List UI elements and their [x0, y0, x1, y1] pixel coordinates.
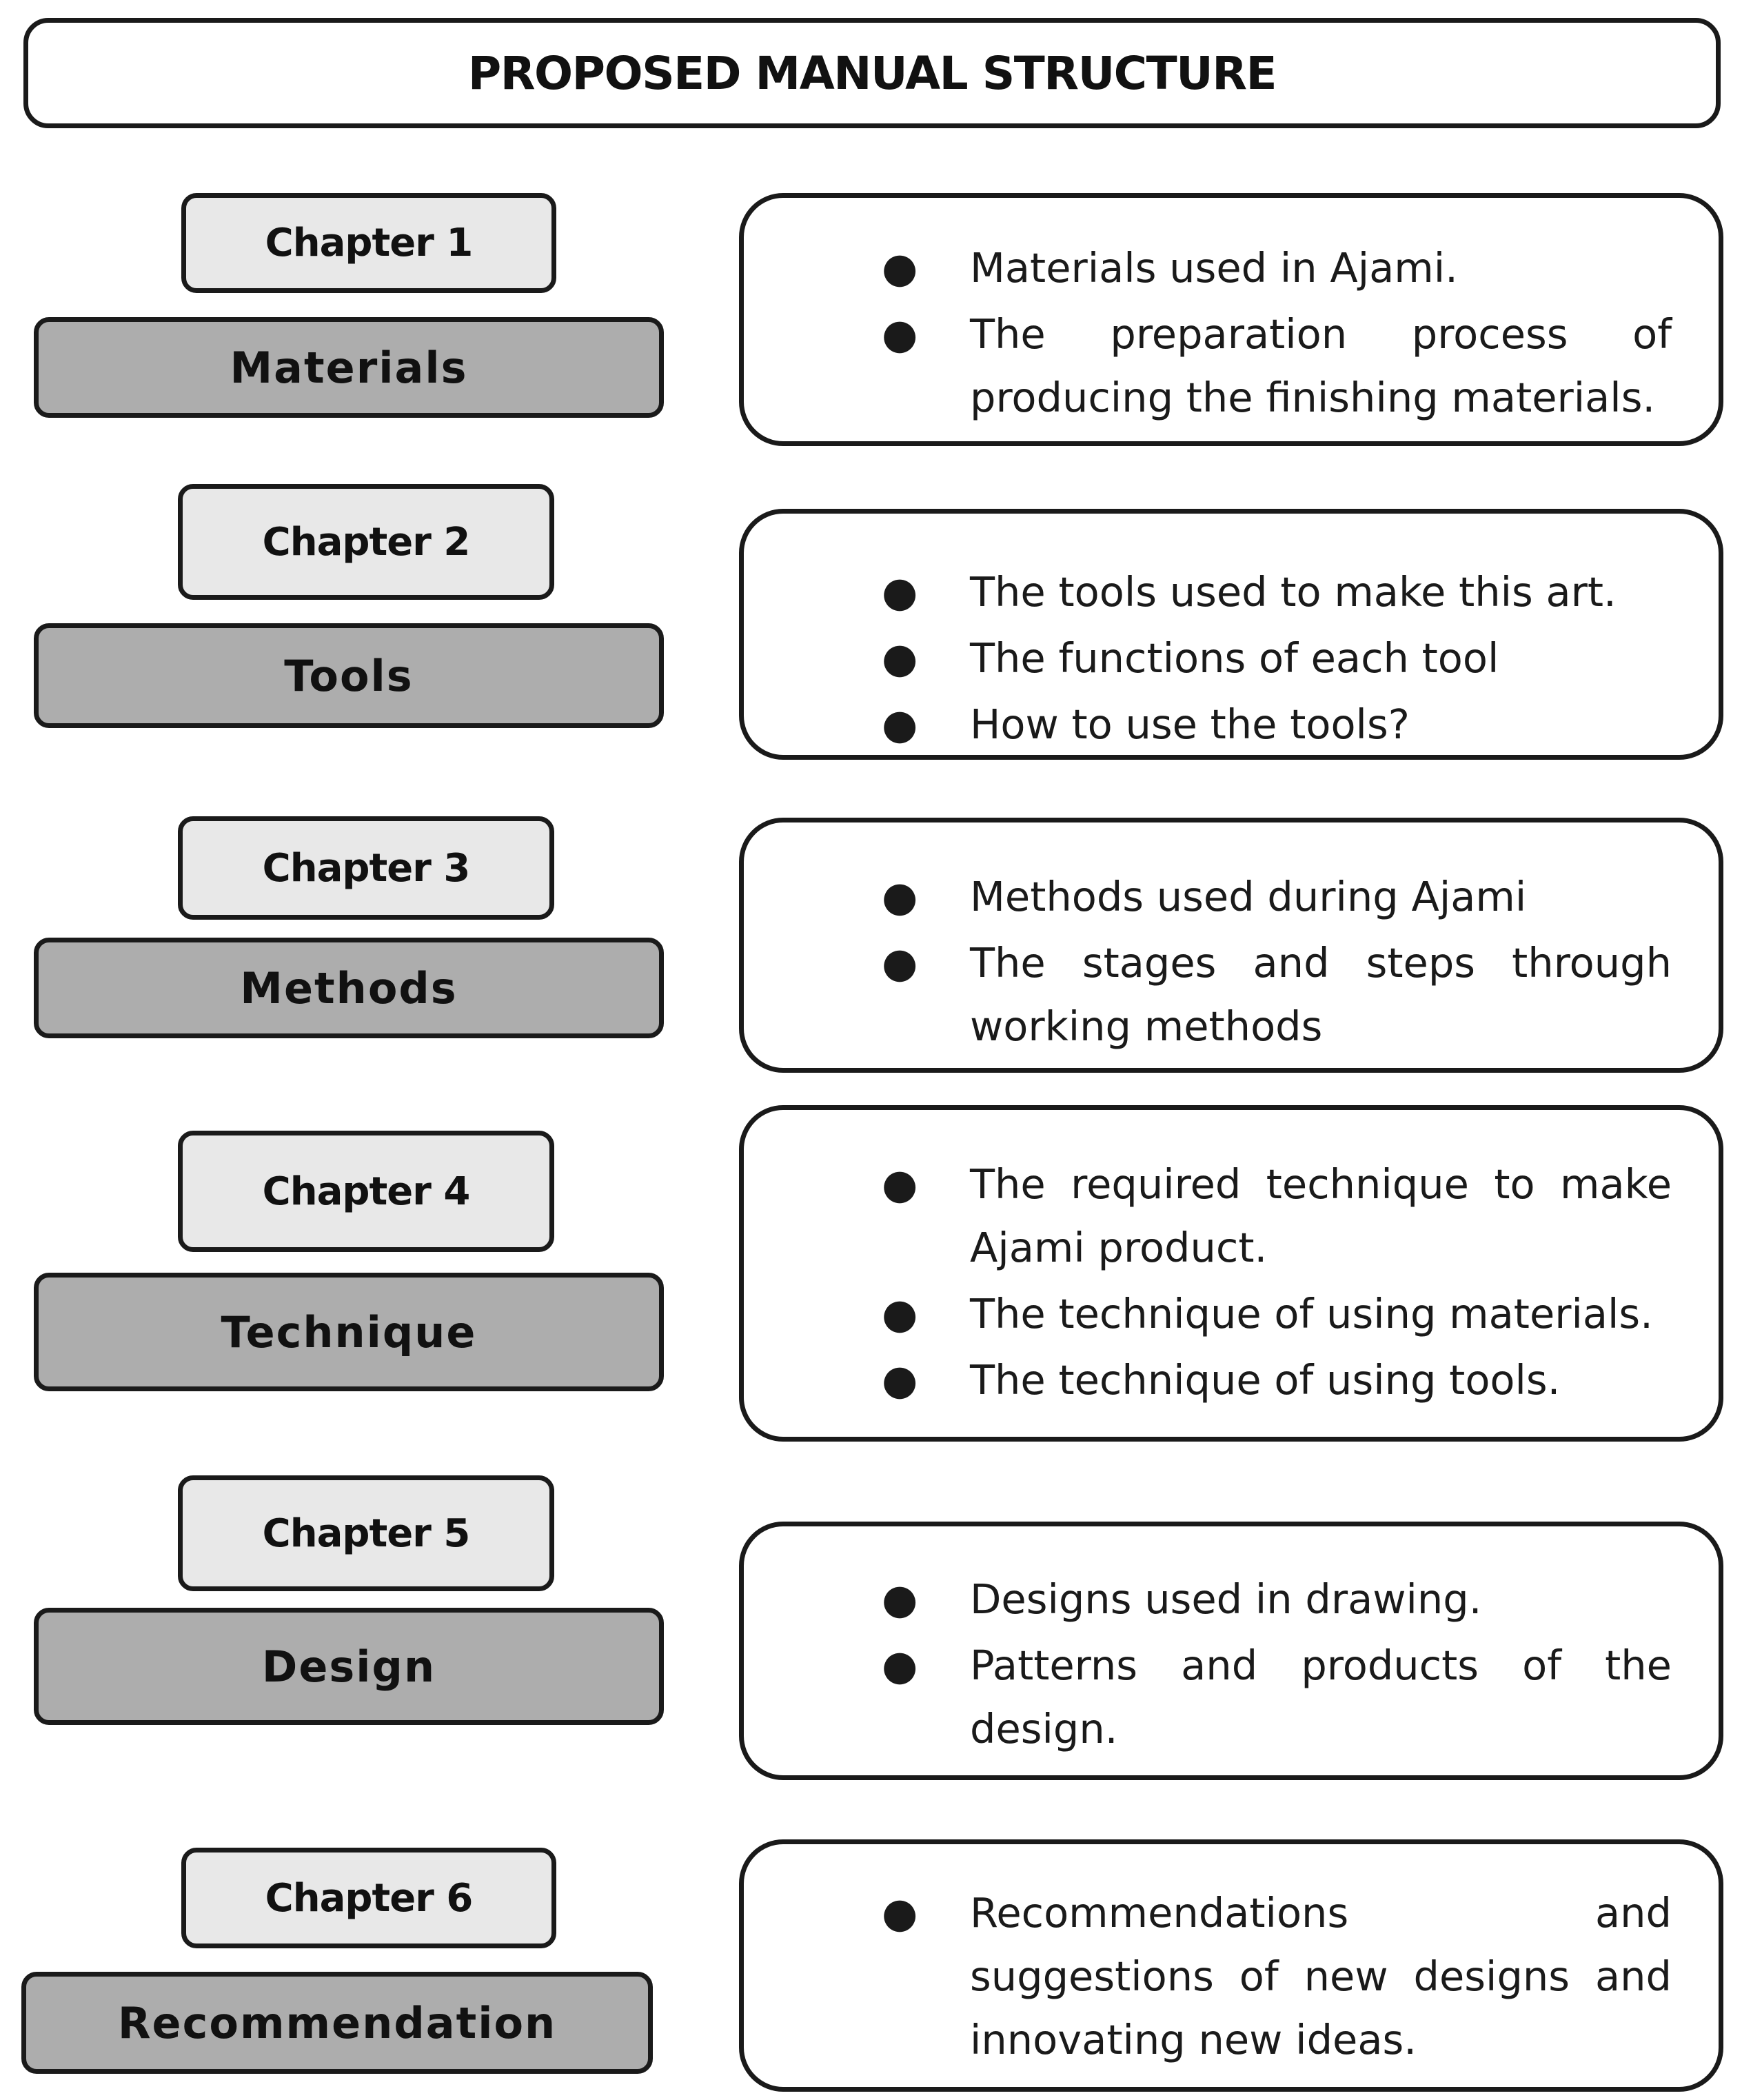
chapter-1-topic: Materials [34, 317, 664, 418]
bullet-icon: ● [882, 568, 918, 616]
chapter-3-label: Chapter 3 [178, 816, 554, 920]
chapter-2-label: Chapter 2 [178, 484, 554, 600]
bullet-icon: ● [882, 1889, 918, 1937]
bullet-icon: ● [882, 1160, 918, 1209]
bullet-item: ●The technique of using tools. [744, 1349, 1719, 1412]
chapter-1-label: Chapter 1 [181, 193, 556, 293]
bullet-item: ●Designs used in drawing. [744, 1568, 1719, 1631]
chapter-6-topic: Recommendation [21, 1972, 653, 2074]
chapter-6-label: Chapter 6 [181, 1848, 556, 1948]
chapter-3-topic: Methods [34, 938, 664, 1038]
chapter-5-description: ●Designs used in drawing. ●Patterns and … [739, 1522, 1723, 1780]
bullet-icon: ● [882, 1642, 918, 1690]
bullet-item: ●The stages and steps through working me… [744, 931, 1719, 1058]
bullet-icon: ● [882, 700, 918, 749]
chapter-6-bullet-list: ●Recommendations and suggestions of new … [744, 1881, 1719, 2074]
bullet-icon: ● [882, 1356, 918, 1404]
bullet-item: ●The preparation process of producing th… [744, 303, 1719, 430]
chapter-4-description: ●The required technique to make Ajami pr… [739, 1105, 1723, 1442]
chapter-5-topic: Design [34, 1608, 664, 1725]
bullet-item: ●The required technique to make Ajami pr… [744, 1153, 1719, 1280]
bullet-icon: ● [882, 310, 918, 359]
bullet-icon: ● [882, 873, 918, 921]
chapter-4-topic: Technique [34, 1273, 664, 1391]
bullet-icon: ● [882, 244, 918, 292]
chapter-5-label: Chapter 5 [178, 1475, 554, 1591]
bullet-item: ●The tools used to make this art. [744, 561, 1719, 624]
chapter-2-bullet-list: ●The tools used to make this art. ●The f… [744, 561, 1719, 759]
diagram-title: PROPOSED MANUAL STRUCTURE [23, 18, 1721, 128]
bullet-icon: ● [882, 634, 918, 683]
bullet-item: ●Recommendations and suggestions of new … [744, 1881, 1719, 2072]
chapter-4-label: Chapter 4 [178, 1131, 554, 1252]
chapter-4-bullet-list: ●The required technique to make Ajami pr… [744, 1153, 1719, 1415]
bullet-icon: ● [882, 1290, 918, 1338]
bullet-item: ●Methods used during Ajami [744, 865, 1719, 929]
chapter-6-description: ●Recommendations and suggestions of new … [739, 1839, 1723, 2092]
bullet-icon: ● [882, 939, 918, 987]
chapter-3-bullet-list: ●Methods used during Ajami ●The stages a… [744, 865, 1719, 1061]
bullet-item: ●The functions of each tool [744, 627, 1719, 690]
chapter-5-bullet-list: ●Designs used in drawing. ●Patterns and … [744, 1568, 1719, 1764]
bullet-icon: ● [882, 1575, 918, 1624]
chapter-1-description: ●Materials used in Ajami. ●The preparati… [739, 193, 1723, 446]
bullet-item: ●How to use the tools? [744, 693, 1719, 756]
chapter-3-description: ●Methods used during Ajami ●The stages a… [739, 818, 1723, 1073]
bullet-item: ●Materials used in Ajami. [744, 236, 1719, 300]
bullet-item: ●Patterns and products of the design. [744, 1634, 1719, 1761]
bullet-item: ●The technique of using materials. [744, 1282, 1719, 1346]
chapter-2-description: ●The tools used to make this art. ●The f… [739, 509, 1723, 760]
chapter-2-topic: Tools [34, 623, 664, 728]
chapter-1-bullet-list: ●Materials used in Ajami. ●The preparati… [744, 236, 1719, 432]
